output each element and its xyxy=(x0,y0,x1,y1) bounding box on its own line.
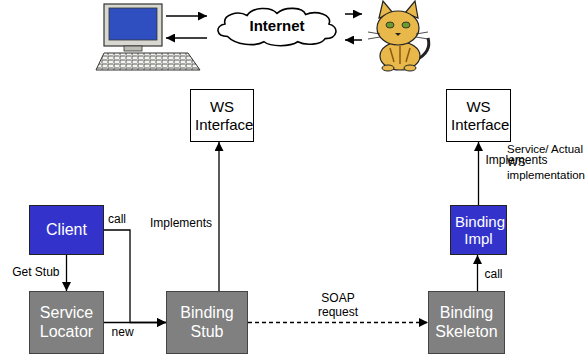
node-text: WS Interface xyxy=(451,98,506,133)
cat-eye xyxy=(402,22,410,28)
cat-nose xyxy=(395,33,401,36)
edge-label: Get Stub xyxy=(10,266,61,280)
connector xyxy=(478,142,479,205)
skeleton-box: Binding Skeleton xyxy=(428,291,505,354)
cat-body xyxy=(380,42,420,70)
cat-head xyxy=(377,11,419,45)
request-arrow xyxy=(166,15,207,17)
tomcat-icon xyxy=(368,1,429,71)
connector xyxy=(66,255,67,291)
note-label: Service/ Actual WS implementation xyxy=(507,143,587,183)
response-arrow xyxy=(345,39,362,41)
screen xyxy=(109,8,157,40)
node-text: WS Interface xyxy=(195,98,249,133)
response-arrow xyxy=(166,37,207,39)
edge-label: new xyxy=(110,326,136,340)
cat-paw xyxy=(382,65,394,71)
edge-label: SOAP request xyxy=(305,292,371,320)
cat-eye xyxy=(386,22,394,28)
interface-box: WS Interface xyxy=(446,89,511,142)
node-text: Service Locator xyxy=(34,304,99,341)
implementation-box: Binding Impl xyxy=(450,205,507,255)
client-box: Client xyxy=(29,205,104,255)
request-arrow xyxy=(345,13,362,15)
computer-icon xyxy=(96,4,200,70)
connector xyxy=(477,255,478,291)
connector xyxy=(104,230,166,323)
edge-label: Implements xyxy=(148,217,214,231)
node-text: Internet xyxy=(216,17,338,34)
cat-paw xyxy=(404,65,416,71)
node-text: Client xyxy=(34,221,99,239)
cat-stripes xyxy=(390,46,410,64)
stub-box: Binding Stub xyxy=(166,291,248,354)
connector xyxy=(248,322,428,323)
node-text: Binding Impl xyxy=(455,213,502,248)
internet-cloud: Internet xyxy=(212,5,342,47)
cat-whiskers xyxy=(368,32,428,39)
node-text: Binding Skeleton xyxy=(433,304,500,341)
monitor-stand xyxy=(124,46,142,51)
locator-box: Service Locator xyxy=(29,291,104,354)
monitor xyxy=(104,4,162,46)
edge-label: call xyxy=(483,268,505,282)
edge-label: call xyxy=(106,213,128,227)
node-text: Binding Stub xyxy=(171,304,243,341)
keyboard xyxy=(96,53,200,70)
interface-box: WS Interface xyxy=(190,89,254,142)
connector xyxy=(218,142,219,291)
connector xyxy=(104,322,166,323)
